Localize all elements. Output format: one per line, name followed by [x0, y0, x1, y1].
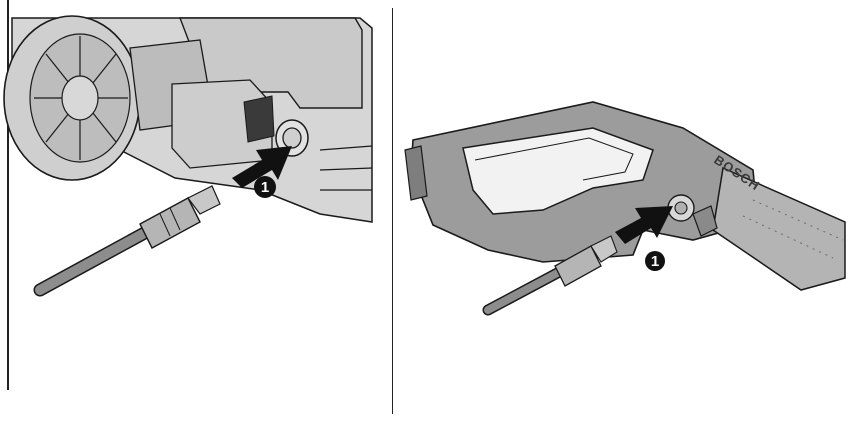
spray-gun-illustration: BOSCH 1	[404, 101, 846, 316]
spray-lance	[712, 166, 846, 291]
step-marker: 1	[254, 176, 276, 198]
left-frame-line	[7, 0, 9, 390]
svg-text:1: 1	[651, 253, 659, 270]
right-illustration-panel: BOSCH 1	[393, 0, 858, 426]
push-arrow	[232, 146, 292, 188]
lock-knob	[692, 205, 718, 237]
center-divider-line	[392, 8, 393, 414]
housing-rails	[319, 145, 373, 191]
fan-wheel	[3, 15, 141, 181]
left-illustration-panel: 1	[0, 0, 393, 426]
svg-text:1: 1	[261, 179, 269, 196]
gun-inlet-port	[667, 194, 695, 222]
hose-connector	[554, 235, 618, 287]
hose-connector	[139, 185, 221, 249]
trigger-guard	[462, 127, 654, 215]
gun-end-cap	[404, 145, 428, 201]
step-marker: 1	[645, 251, 665, 271]
push-arrow	[615, 206, 673, 244]
pump-inlet-illustration: 1	[3, 15, 373, 297]
inlet-cavity	[243, 95, 275, 143]
